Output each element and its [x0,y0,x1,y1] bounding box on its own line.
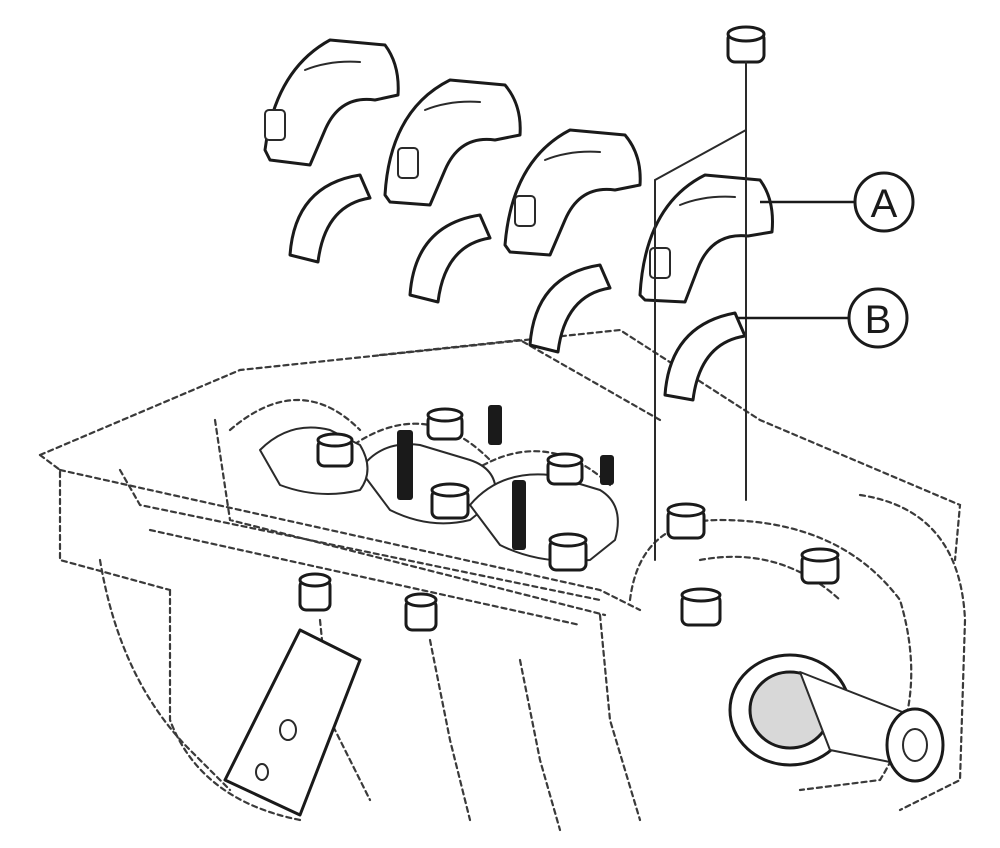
engine-mount-bracket [223,628,362,817]
bolt [680,587,722,627]
callout-a-circle [853,171,915,233]
bearing-shell-1 [288,173,372,264]
main-bearing-caps [263,38,774,304]
crankshaft [259,405,619,562]
bolt [666,502,706,540]
crank-web-3 [512,480,526,550]
bearing-shell-4 [663,311,747,402]
crankshaft-front-end [728,653,945,783]
callout-b: B [738,287,909,349]
crank-web-2 [488,405,502,445]
bolt [430,482,470,520]
bolt [800,547,840,585]
main-bearing-cap-3 [503,128,642,257]
block-bolts [298,407,840,632]
bearing-shell-2 [408,213,492,304]
bolt [548,532,588,572]
bolt [298,572,332,612]
callout-a-label: A [871,182,898,226]
cap-bolt [654,25,766,561]
bolt [426,407,464,441]
bolt [404,592,438,632]
bearing-shells [288,173,747,402]
crank-web-4 [600,455,614,485]
bolt [546,452,584,486]
bolt [316,432,354,468]
main-bearing-cap-4 [638,173,774,304]
callout-b-circle [847,287,909,349]
main-bearing-cap-1 [263,38,400,167]
bearing-shell-3 [528,263,612,354]
crank-web-1 [397,430,413,500]
engine-block [38,328,967,832]
callout-b-label: B [865,298,892,342]
main-bearing-cap-2 [383,78,522,207]
callout-a: A [760,171,915,233]
